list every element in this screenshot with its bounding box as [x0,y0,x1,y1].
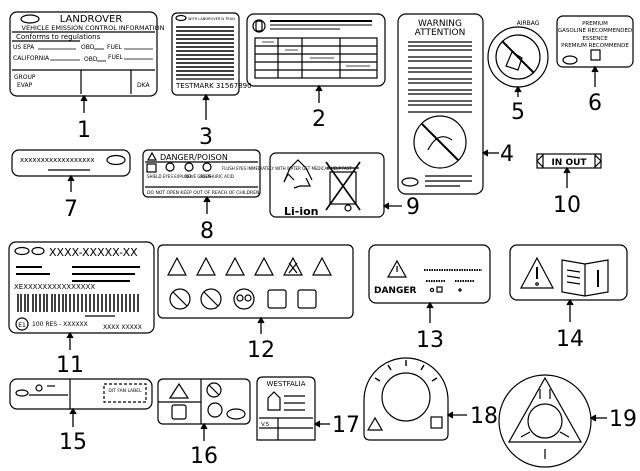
svg-text:ATTENTION: ATTENTION [415,28,466,38]
label-8-danger-poison: DANGER/POISON SHIELD EYES EXPLOSIVE GASE… [142,149,352,198]
callout-7: 7 [64,197,78,222]
callout-leaders [66,65,607,441]
svg-text:GROUP: GROUP [14,74,36,81]
svg-text:VEHICLE EMISSION CONTROL INFOR: VEHICLE EMISSION CONTROL INFORMATION [22,24,165,32]
svg-text:ESSENCE: ESSENCE [582,36,608,42]
svg-text:WITH LANDROVER N TRUN: WITH LANDROVER N TRUN [188,17,235,21]
svg-text:OBD: OBD [84,56,98,63]
callout-3: 3 [199,125,213,150]
callout-17: 17 [332,413,360,438]
svg-text:WARNING: WARNING [418,19,462,29]
label-13-danger: DANGER [368,244,491,304]
svg-text:TESTMARK 31567890: TESTMARK 31567890 [175,82,252,90]
callout-9: 9 [406,195,420,220]
label-10-in-out: IN OUT [536,153,602,169]
svg-text:100 RES - XXXXXX: 100 RES - XXXXXX [32,321,88,328]
label-9-li-ion: Li-ion [269,152,385,218]
label-19-round-triangle [498,374,592,468]
callout-11: 11 [56,353,84,378]
callout-16: 16 [190,444,218,469]
svg-text:CALIFORNIA: CALIFORNIA [13,55,50,62]
svg-text:IN OUT: IN OUT [551,158,587,168]
callout-5: 5 [511,100,525,125]
callout-1: 1 [77,118,91,143]
callout-6: 6 [588,91,602,116]
svg-text:DO NOT OPEN KEEP OUT OF REACH: DO NOT OPEN KEEP OUT OF REACH OF CHILDRE… [147,190,259,196]
svg-text:FLUSH EYES IMMEDIATELY WITH WA: FLUSH EYES IMMEDIATELY WITH WATER GET ME… [222,166,352,171]
label-7-code-strip: xxxxxxxxxxxxxxxxxx [11,149,131,177]
svg-text:PREMIUM RECOMMENDE: PREMIUM RECOMMENDE [561,43,629,49]
callout-18: 18 [470,404,498,429]
label-4-warning: WARNING ATTENTION [397,13,484,195]
recycle-icon [283,159,313,189]
callout-numbers: 1 2 3 4 5 6 7 8 9 10 11 12 13 14 15 16 1… [56,91,637,469]
label-2-tyre-chart [246,13,386,87]
manual-book-icon [561,259,609,297]
svg-text:EVAP: EVAP [17,82,33,89]
callout-8: 8 [200,219,214,244]
svg-text:DANGER: DANGER [374,286,417,296]
svg-text:XEXXXXXXXXXXXXXXX: XEXXXXXXXXXXXXXXX [14,283,95,291]
svg-text:DIT FAN LABEL: DIT FAN LABEL [108,388,142,394]
svg-text:DKA: DKA [137,82,150,89]
label-15-fan-label: DIT FAN LABEL [9,378,153,410]
svg-text:DANGER/POISON: DANGER/POISON [160,153,228,162]
svg-text:Conforms to regulations: Conforms to regulations [16,33,101,41]
svg-text:V.5: V.5 [261,422,270,428]
svg-text:US EPA: US EPA [13,44,35,51]
svg-text:FUEL: FUEL [108,54,124,61]
barcode [17,294,139,312]
callout-2: 2 [312,107,326,132]
callout-19: 19 [609,407,637,432]
svg-text:SHIELD EYES EXPLOSIVE GASES: SHIELD EYES EXPLOSIVE GASES [147,174,211,179]
svg-text:xxxxxxxxxxxxxxxxxx: xxxxxxxxxxxxxxxxxx [20,156,95,164]
label-12-pictograms [157,244,354,319]
svg-text:E1: E1 [18,322,26,329]
svg-text:WESTFALIA: WESTFALIA [267,380,306,388]
svg-text:XXXX-XXXXX-XX: XXXX-XXXXX-XX [49,246,138,259]
crossed-bin-icon [325,161,361,212]
svg-text:Li-ion: Li-ion [284,205,319,218]
svg-text:XXXX XXXXX: XXXX XXXXX [103,324,142,331]
label-14-read-manual [509,244,628,301]
label-1-emission: LANDROVER VEHICLE EMISSION CONTROL INFOR… [9,11,165,97]
svg-text:NO: NO [185,174,191,179]
callout-10: 10 [553,193,581,218]
label-16-icon-panel [157,378,251,425]
label-18-fuel-cap [363,357,449,441]
callout-14: 14 [556,327,584,352]
callout-12: 12 [247,338,275,363]
svg-text:OBD: OBD [81,44,95,51]
svg-text:PREMIUM: PREMIUM [582,21,608,27]
svg-text:GASOLINE RECOMMENDED: GASOLINE RECOMMENDED [558,28,632,34]
callout-13: 13 [416,328,444,353]
label-17-westfalia: WESTFALIA V.5 [256,376,316,441]
svg-text:SULPHURIC ACID: SULPHURIC ACID [200,174,234,179]
label-5-airbag-sticker: AIRBAG [487,20,549,88]
callout-15: 15 [59,430,87,455]
svg-text:AIRBAG: AIRBAG [517,20,540,27]
svg-text:LANDROVER: LANDROVER [60,14,123,25]
svg-text:FUEL: FUEL [107,44,123,51]
label-11-vin-barcode: XXXX-XXXXX-XX XEXXXXXXXXXXXXXXX [8,241,155,334]
label-3-info-sheet: WITH LANDROVER N TRUN TESTMARK 31567890 [171,12,252,96]
label-6-fuel: PREMIUM GASOLINE RECOMMENDED ESSENCE PRE… [556,15,634,68]
callout-4: 4 [500,142,514,167]
